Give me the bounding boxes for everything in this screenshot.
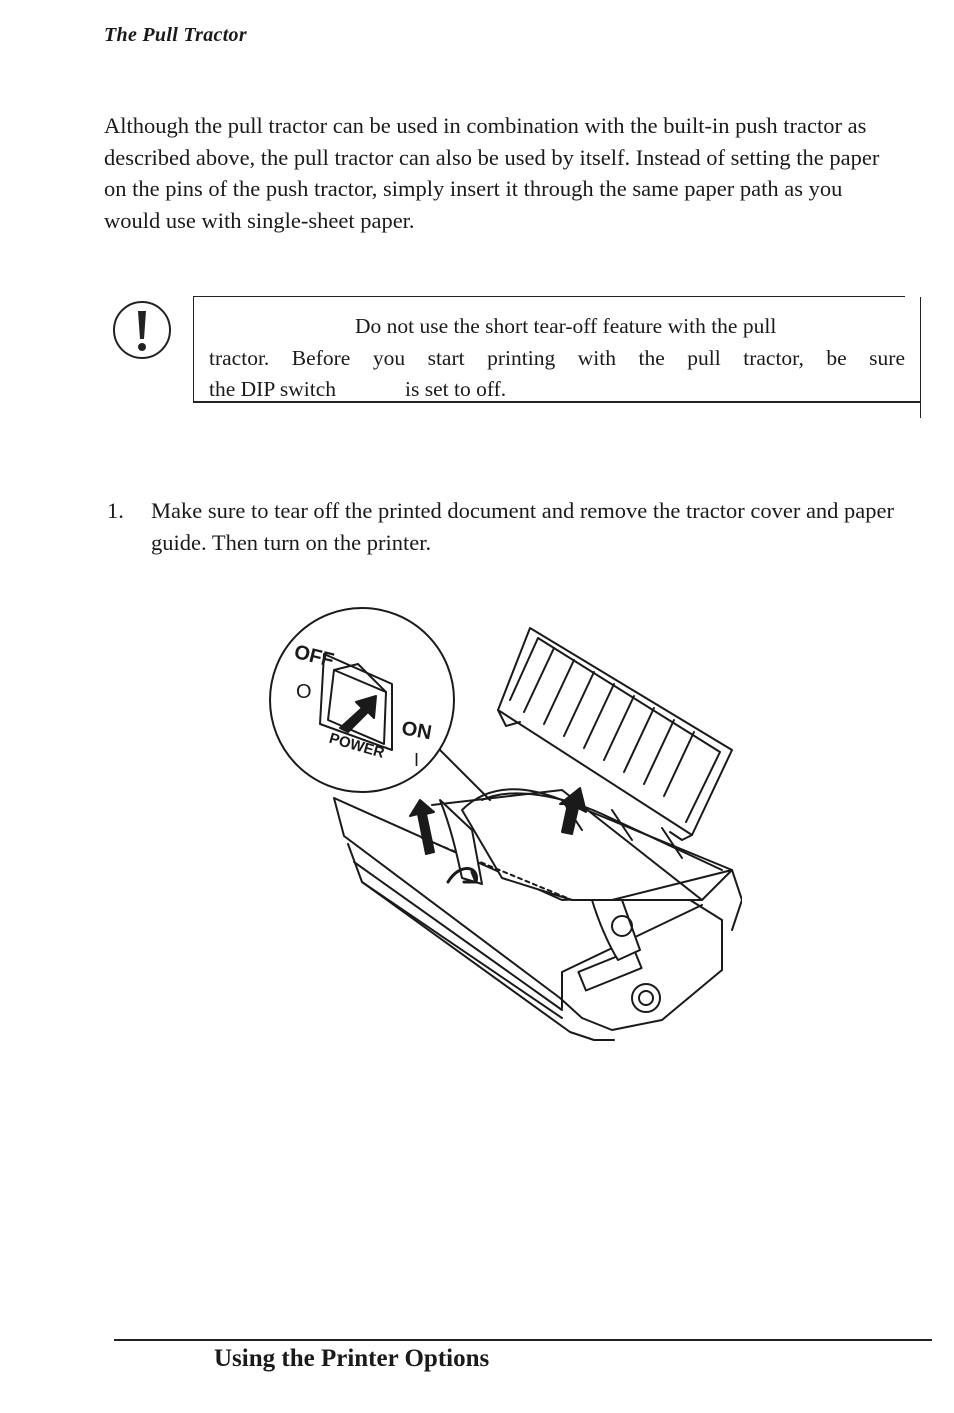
footer-title: Using the Printer Options <box>214 1345 490 1372</box>
lift-arrow-right <box>559 787 587 835</box>
exclamation-circle-icon <box>113 301 171 359</box>
lift-arrow-left <box>409 799 435 855</box>
caution-box: Do not use the short tear-off feature wi… <box>192 296 921 418</box>
rotate-arrow <box>446 867 478 884</box>
switch-label-on-symbol: I <box>414 750 419 770</box>
intro-paragraph: Although the pull tractor can be used in… <box>104 113 880 233</box>
power-switch-callout: OFF O ON I POWER <box>269 607 491 801</box>
power-arrow <box>339 695 377 733</box>
running-head: The Pull Tractor <box>104 24 247 46</box>
switch-label-off-symbol: O <box>296 681 312 703</box>
switch-label-on: ON <box>400 717 433 744</box>
paper-guide <box>497 627 733 841</box>
caution-line-1: Do not use the short tear-off feature wi… <box>355 314 777 338</box>
footer-rule <box>114 1339 932 1341</box>
caution-line-2: tractor. Before you start printing with … <box>209 345 905 370</box>
printer-illustration: OFF O ON I POWER <box>269 607 742 1041</box>
step-text: Make sure to tear off the printed docume… <box>151 498 895 555</box>
step-number: 1. <box>107 498 124 523</box>
